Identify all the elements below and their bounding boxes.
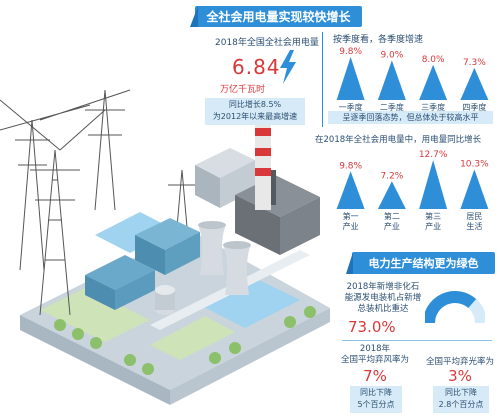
category-label: 四季度	[462, 102, 486, 112]
nonfossil-desc-line1: 2018年新增非化石	[346, 282, 420, 292]
value-label: 9.8%	[339, 161, 362, 171]
consumption-unit: 万亿千瓦时	[220, 85, 266, 95]
category-label: 第三	[425, 211, 441, 221]
donut-fill	[425, 291, 477, 324]
nonfossil-value: 73.0%	[348, 318, 396, 336]
quarter-chart-svg: 9.8% 一季度 9.0% 二季度 8.0% 三季度 7.3% 四季度	[336, 47, 489, 112]
lightning-bolt-icon	[280, 50, 296, 84]
consumption-note-line1: 同比增长8.5%	[228, 100, 282, 109]
consumption-note-line2: 为2012年以来最高增速	[212, 112, 298, 121]
triangle-bar	[419, 64, 448, 100]
category-label: 二季度	[380, 102, 404, 112]
triangle-bar	[336, 171, 365, 209]
value-label: 7.3%	[463, 58, 486, 68]
consumption-value: 6.84	[232, 55, 281, 79]
title-pointer	[190, 6, 198, 27]
green-banner-pointer	[346, 252, 353, 274]
category-label: 生活	[466, 221, 482, 231]
category-label: 一季度	[339, 102, 363, 112]
quarterly-summary: 呈逐季回落态势，但总体处于较高水平	[328, 111, 493, 124]
category-label: 三季度	[421, 102, 445, 112]
solar-label: 全国平均弃光率为	[425, 357, 494, 367]
wind-label-line2: 全国平均弃风率为	[340, 355, 409, 365]
category-label: 产业	[384, 221, 400, 231]
category-label: 第一	[343, 211, 359, 221]
value-label: 7.2%	[380, 171, 403, 181]
section-divider	[322, 32, 323, 127]
triangle-bar	[460, 169, 489, 209]
value-label: 10.3%	[460, 159, 489, 169]
main-title-banner: 全社会用电量实现较快增长	[195, 6, 362, 27]
green-divider	[342, 340, 492, 341]
category-label: 产业	[425, 221, 441, 231]
triangle-bar	[377, 60, 406, 100]
wind-note-line1: 同比下降	[360, 388, 392, 397]
value-label: 9.0%	[380, 50, 403, 60]
consumption-label: 2018年全国全社会用电量	[215, 38, 319, 48]
category-label: 居民	[466, 212, 482, 221]
value-label: 8.0%	[422, 55, 445, 65]
category-label: 第二	[384, 211, 400, 221]
wind-value: 7%	[363, 367, 387, 385]
quarterly-chart: 9.8% 一季度 9.0% 二季度 8.0% 三季度 7.3% 四季度	[330, 44, 495, 112]
consumption-note: 同比增长8.5% 为2012年以来最高增速	[205, 98, 305, 125]
wind-label: 2018年 全国平均弃风率为	[330, 344, 420, 366]
solar-note-line2: 2.8个百分点	[438, 400, 484, 409]
triangle-bar	[460, 67, 489, 100]
green-banner-title: 电力生产结构更为绿色	[368, 257, 479, 270]
triangle-bar	[377, 181, 406, 209]
green-banner: 电力生产结构更为绿色	[352, 252, 495, 274]
triangle-bar	[419, 160, 448, 209]
nonfossil-desc: 2018年新增非化石 能源发电装机占新增 总装机比重达	[343, 282, 423, 315]
solar-value: 3%	[448, 367, 472, 385]
main-title: 全社会用电量实现较快增长	[206, 10, 351, 24]
value-label: 12.7%	[419, 150, 448, 160]
quarterly-title: 按季度看，各季度增速	[333, 35, 424, 45]
solar-note: 同比下降 2.8个百分点	[433, 386, 489, 413]
nonfossil-donut	[425, 291, 485, 324]
wind-note: 同比下降 5个百分点	[350, 386, 402, 413]
solar-note-line1: 同比下降	[445, 388, 477, 397]
nonfossil-desc-line2: 能源发电装机占新增	[344, 293, 422, 303]
nonfossil-desc-line3: 总装机比重达	[357, 304, 409, 314]
category-label: 产业	[343, 221, 359, 231]
wind-note-line2: 5个百分点	[357, 400, 395, 409]
sector-title: 在2018年全社会用电量中，用电量同比增长	[315, 135, 482, 145]
wind-label-line1: 2018年	[359, 344, 391, 354]
value-label: 9.8%	[339, 47, 362, 57]
power-plant-illustration	[0, 89, 330, 405]
triangle-bar	[336, 56, 365, 100]
